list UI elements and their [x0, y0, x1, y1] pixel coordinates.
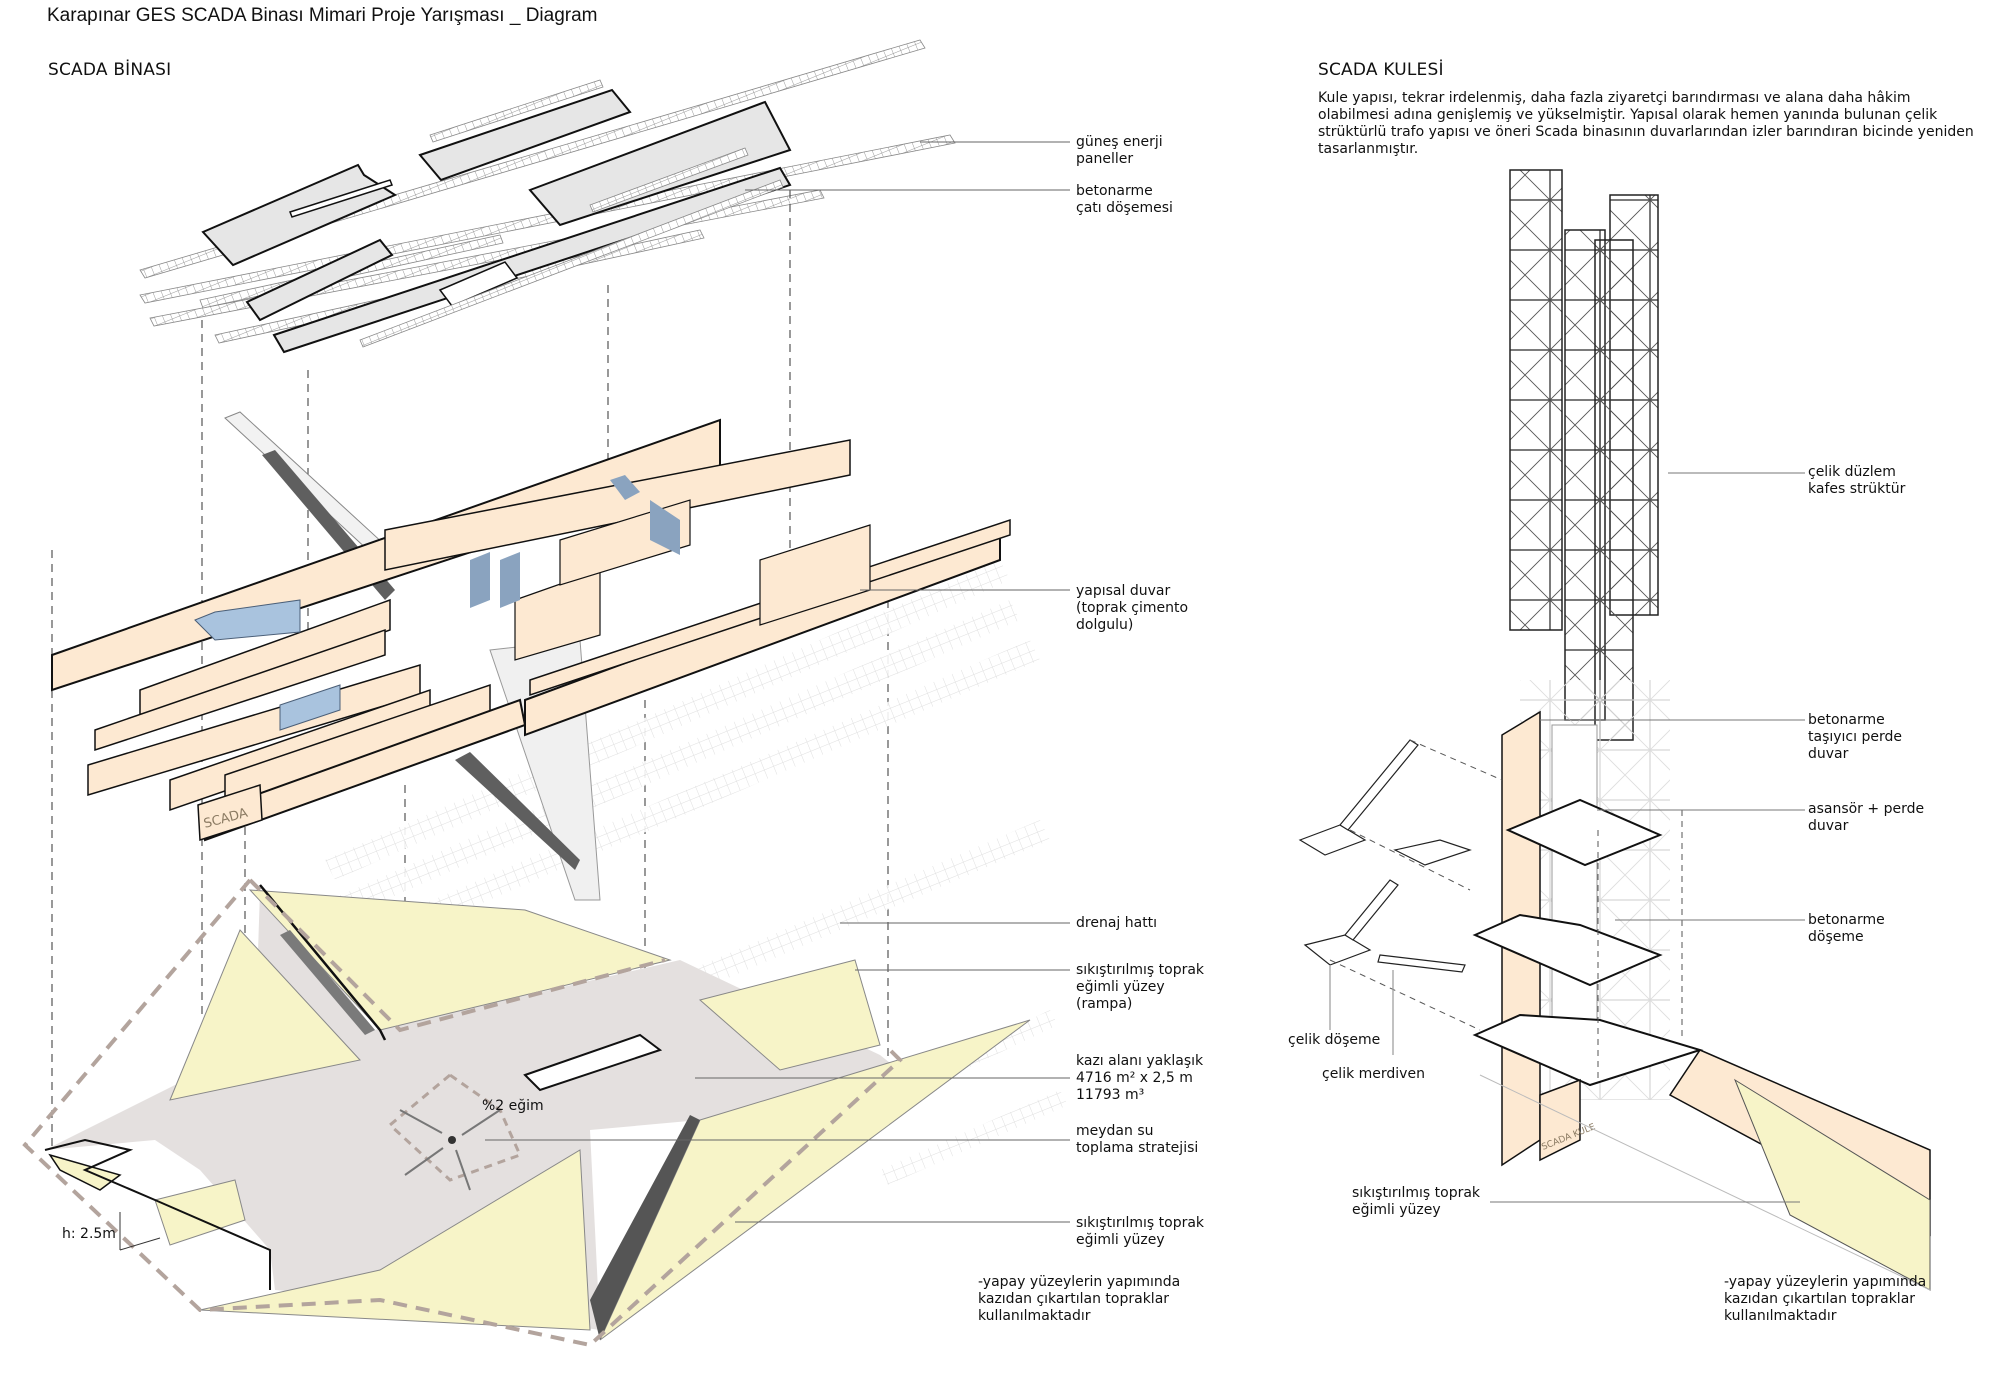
- callout-excavation: kazı alanı yaklaşık 4716 m² x 2,5 m 1179…: [1076, 1053, 1204, 1103]
- callout-concrete-slab: betonarme döşeme: [1808, 912, 1885, 945]
- roof-panel-overlays: [359, 79, 784, 348]
- callout-soil-note: -yapay yüzeylerin yapımında kazıdan çıka…: [978, 1274, 1181, 1324]
- callout-tower-earth-slope: sıkıştırılmış toprak eğimli yüzey: [1352, 1185, 1481, 1218]
- blue-partition: [470, 552, 490, 608]
- earth-slope-west: [169, 929, 361, 1101]
- slope-arrows: [399, 1109, 501, 1191]
- leader-lines-right: [1490, 472, 1805, 1203]
- callout-elevator: asansör + perde duvar: [1808, 801, 1925, 834]
- concrete-slab: [1505, 798, 1663, 867]
- callout-roof-slab: betonarme çatı döşemesi: [1076, 183, 1173, 216]
- tower-projection-lines: [1329, 739, 1683, 1080]
- concrete-slab: [1472, 1013, 1704, 1087]
- steel-stair: [1298, 739, 1472, 973]
- roof-slab: [528, 100, 792, 227]
- callout-solar-panels: güneş enerji paneller: [1076, 134, 1163, 167]
- scada-kule-sign-wall: [1539, 1078, 1581, 1162]
- callout-steel-stair: çelik merdiven: [1322, 1066, 1425, 1082]
- site-boundary: [22, 878, 903, 1348]
- callout-steel-floor: çelik döşeme: [1288, 1032, 1381, 1048]
- callout-ramp-slope: sıkıştırılmış toprak eğimli yüzey (rampa…: [1076, 962, 1205, 1012]
- walls-layer: SCADA: [51, 411, 1011, 901]
- roof-opening: [438, 261, 519, 307]
- retaining-wall: [523, 1033, 663, 1092]
- callout-drainage: drenaj hattı: [1076, 915, 1158, 931]
- steel-truss-frame: [1509, 169, 1563, 631]
- water-collection-symbol: [387, 1073, 523, 1182]
- blue-partition: [194, 599, 301, 641]
- earth-slope-ramp: [698, 959, 881, 1071]
- blue-partition: [610, 475, 640, 500]
- callout-steel-truss: çelik düzlem kafes strüktür: [1808, 464, 1906, 497]
- callout-water-collection: meydan su toplama stratejisi: [1076, 1123, 1199, 1156]
- height-label: h: 2.5m: [62, 1226, 116, 1242]
- structural-wall: [94, 628, 386, 752]
- steel-truss-frame: [1594, 239, 1634, 741]
- roof-layer: [139, 39, 956, 354]
- slope-label: %2 eğim: [482, 1098, 544, 1114]
- section-title-scada-tower: SCADA KULESİ: [1318, 60, 1444, 80]
- elevator-core: [1551, 724, 1598, 1046]
- ramp: [224, 411, 386, 553]
- blue-partition: [650, 500, 680, 555]
- earth-slope-south: [199, 1149, 591, 1331]
- blue-partition: [279, 684, 341, 731]
- leader-lines-left: [485, 141, 1070, 1223]
- roof-slab: [418, 88, 632, 182]
- roof-slab: [245, 238, 394, 322]
- tower: SCADA KULE: [1298, 169, 1931, 1291]
- roof-opening: [289, 179, 393, 218]
- structural-wall: [514, 569, 601, 661]
- blue-partition: [500, 552, 520, 608]
- concrete-slab: [1472, 913, 1663, 987]
- drain-point: [448, 1136, 456, 1144]
- callout-earth-slope: sıkıştırılmış toprak eğimli yüzey: [1076, 1215, 1205, 1248]
- callout-structural-wall: yapısal duvar (toprak çimento dolgulu): [1076, 583, 1189, 633]
- callout-shear-wall: betonarme taşıyıcı perde duvar: [1808, 712, 1902, 762]
- roof-slab: [272, 166, 792, 354]
- structural-wall: [139, 598, 391, 722]
- section-title-scada-building: SCADA BİNASI: [48, 60, 172, 80]
- page-title: Karapınar GES SCADA Binası Mimari Proje …: [47, 5, 598, 26]
- structural-wall: [384, 439, 851, 571]
- earth-slope-north: [248, 889, 672, 1031]
- ground-layer: %2 eğim h: 2.5m: [22, 878, 1031, 1348]
- tower-description: Kule yapısı, tekrar irdelenmiş, daha faz…: [1318, 90, 1974, 157]
- scada-sign-wall: [197, 783, 263, 842]
- callout-tower-soil-note: -yapay yüzeylerin yapımında kazıdan çıka…: [1724, 1274, 1927, 1324]
